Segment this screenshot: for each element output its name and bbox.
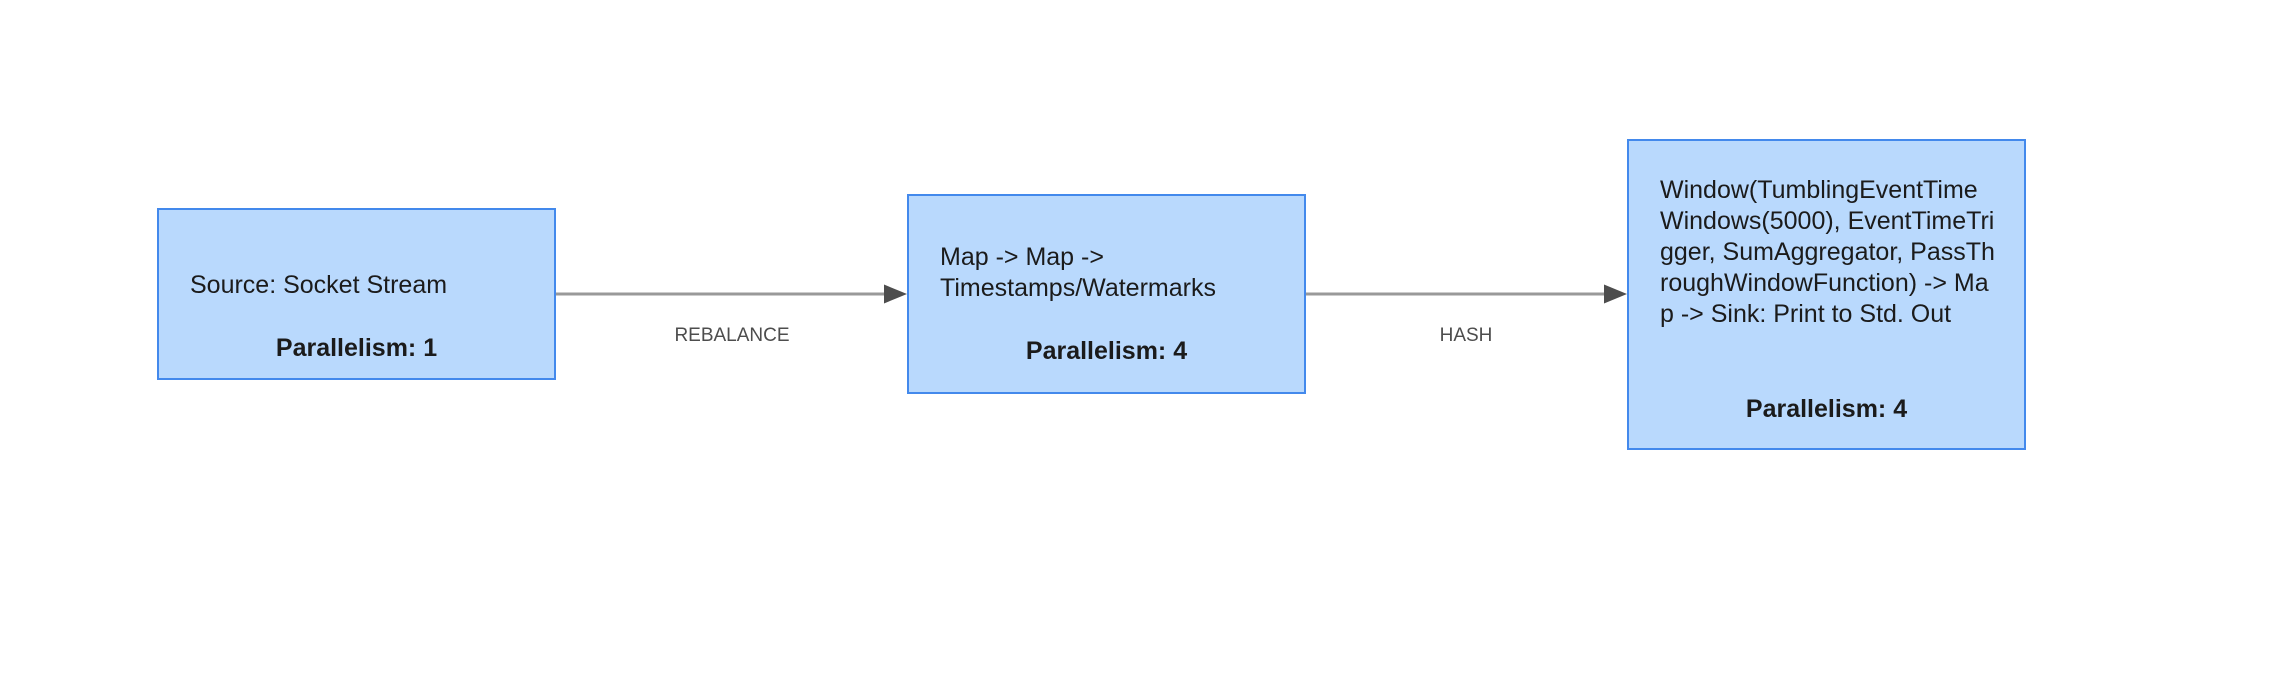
edge-hash[interactable] [1306, 281, 1627, 307]
node-source-socket-stream[interactable]: Source: Socket Stream Parallelism: 1 [157, 208, 556, 380]
node-source-title: Source: Socket Stream [190, 271, 448, 299]
edge-rebalance-arrow-icon [556, 284, 907, 304]
node-window-title: Window(TumblingEventTimeWindows(5000), E… [1660, 176, 1995, 328]
edge-rebalance-label: REBALANCE [674, 325, 790, 346]
node-source-parallelism: Parallelism: 1 [275, 334, 438, 362]
edge-rebalance[interactable] [556, 281, 907, 307]
node-map-parallelism: Parallelism: 4 [1025, 337, 1188, 365]
node-map-timestamps-watermarks[interactable]: Map -> Map -> Timestamps/Watermarks Para… [907, 194, 1306, 394]
edge-hash-arrow-icon [1306, 284, 1627, 304]
node-window-parallelism: Parallelism: 4 [1745, 395, 1908, 423]
node-map-title: Map -> Map -> Timestamps/Watermarks [940, 243, 1216, 302]
node-window-sink-print[interactable]: Window(TumblingEventTimeWindows(5000), E… [1627, 139, 2026, 450]
edge-hash-label: HASH [1439, 325, 1493, 346]
